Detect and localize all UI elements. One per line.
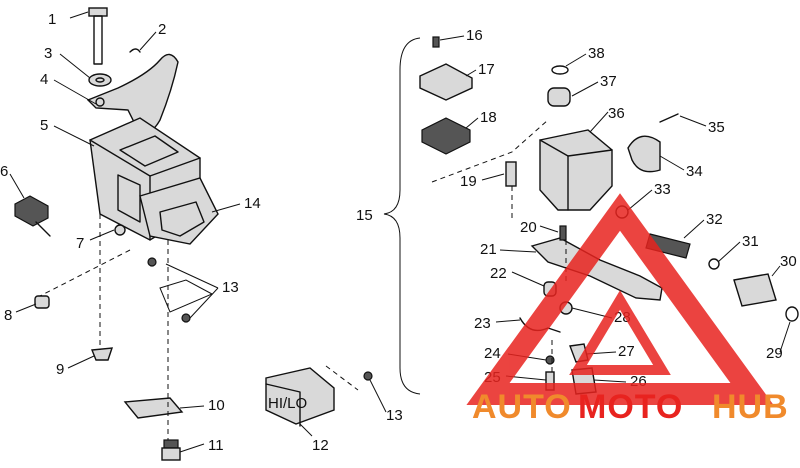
- part-34-clamp: [627, 135, 661, 173]
- part-9-clip: [91, 347, 114, 361]
- part-20-pin: [559, 225, 567, 241]
- part-7-screw: [114, 224, 126, 236]
- part-8-nut: [34, 295, 50, 309]
- callout-2: 2: [158, 21, 166, 38]
- callout-17: 17: [478, 61, 495, 78]
- callout-1: 1: [48, 11, 56, 28]
- callout-29: 29: [766, 345, 783, 362]
- callout-6: 6: [0, 163, 8, 180]
- callout-38: 38: [588, 45, 605, 62]
- part-36-master-cylinder: [539, 129, 613, 211]
- part-16-pin: [432, 36, 440, 48]
- callout-36: 36: [608, 105, 625, 122]
- callout-14: 14: [244, 195, 261, 212]
- callout-35: 35: [708, 119, 725, 136]
- callout-20: 20: [520, 219, 537, 236]
- part-14-boot: [139, 177, 219, 245]
- part-18-diaphragm: [421, 117, 471, 155]
- callout-12: 12: [312, 437, 329, 454]
- part-37-bushing: [547, 87, 571, 107]
- callout-32: 32: [706, 211, 723, 228]
- lever-pivot: [95, 97, 105, 107]
- switch-hi-lo-label: HI/LO: [268, 395, 307, 412]
- watermark-text-hub: HUB: [712, 388, 789, 426]
- part-35-screw: [659, 113, 679, 123]
- callout-23: 23: [474, 315, 491, 332]
- callout-11: 11: [208, 437, 224, 454]
- watermark-text-auto: AUTO: [472, 388, 572, 426]
- watermark-triangle-icon: [466, 193, 774, 405]
- part-6-switch-block: [14, 195, 51, 237]
- callout-3: 3: [44, 45, 52, 62]
- callout-30: 30: [780, 253, 797, 270]
- callout-15: 15: [356, 207, 373, 224]
- part-2-clip: [129, 48, 141, 53]
- part-24-screw: [545, 355, 555, 365]
- callout-9: 9: [56, 361, 64, 378]
- callout-13-a: 13: [222, 279, 239, 296]
- bracket-15: [383, 37, 421, 395]
- callout-34: 34: [686, 163, 703, 180]
- callout-31: 31: [742, 233, 759, 250]
- callout-labels: 1 2 3 4 5 6 7 8 9 10 11 12 13 13 14 15 1…: [0, 11, 797, 454]
- part-12-hi-lo-switch: HI/LO: [265, 367, 335, 427]
- callout-13-b: 13: [386, 407, 403, 424]
- assembly-line-e: [431, 119, 549, 183]
- callout-27: 27: [618, 343, 635, 360]
- part-13-screw-a: [147, 257, 157, 267]
- assembly-line-b: [39, 249, 131, 297]
- part-1-bolt: [88, 7, 108, 65]
- part-19-screw: [505, 161, 517, 187]
- callout-8: 8: [4, 307, 12, 324]
- callout-37: 37: [600, 73, 617, 90]
- callout-22: 22: [490, 265, 507, 282]
- part-17-cap: [419, 63, 473, 101]
- part-3-washer: [88, 73, 112, 87]
- part-31-washer: [708, 258, 720, 270]
- part-11-bolt: [161, 439, 181, 461]
- part-38-ring: [551, 65, 569, 75]
- callout-33: 33: [654, 181, 671, 198]
- part-30-plunger: [733, 273, 777, 307]
- assembly-line-d: [325, 365, 359, 391]
- callout-7: 7: [76, 235, 84, 252]
- callout-5: 5: [40, 117, 48, 134]
- callout-10: 10: [208, 397, 225, 414]
- watermark-text-moto: MOTO: [578, 388, 683, 426]
- part-29-o-ring: [785, 306, 799, 322]
- callout-18: 18: [480, 109, 497, 126]
- leader-lines: [9, 11, 791, 453]
- part-13-screw-b: [181, 313, 191, 323]
- watermark-logo: AUTO MOTO HUB: [466, 193, 789, 426]
- callout-21: 21: [480, 241, 497, 258]
- callout-16: 16: [466, 27, 483, 44]
- part-10-cover-plate: [123, 397, 184, 419]
- callout-4: 4: [40, 71, 48, 88]
- callout-24: 24: [484, 345, 501, 362]
- callout-19: 19: [460, 173, 477, 190]
- part-13-screw-c: [363, 371, 373, 381]
